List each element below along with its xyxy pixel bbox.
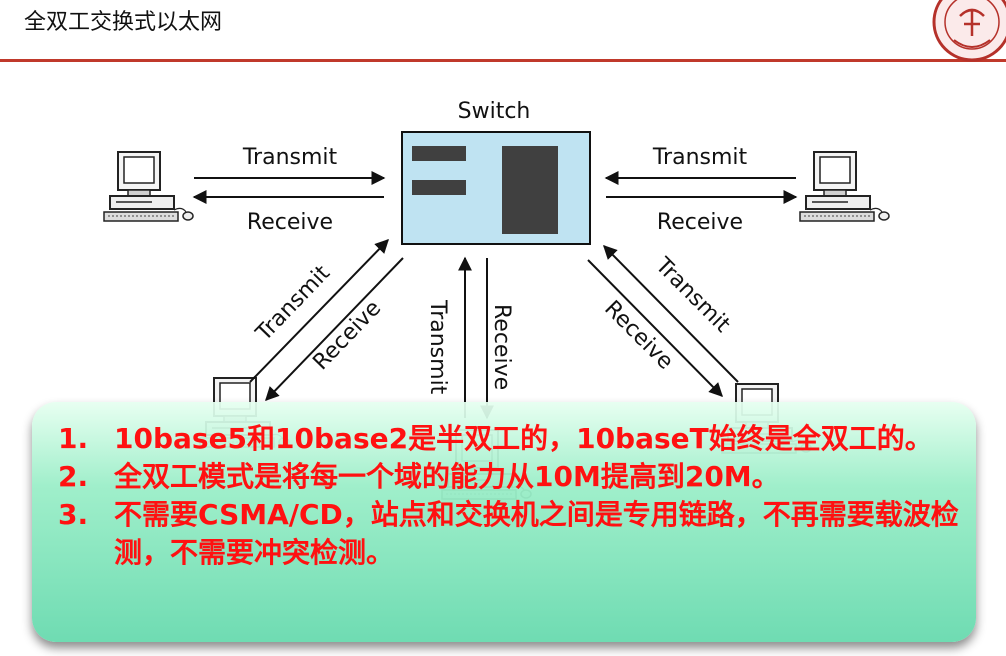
computer-right-icon	[799, 151, 890, 222]
right-transmit-label: Transmit	[652, 145, 748, 170]
right-receive-label: Receive	[657, 210, 743, 235]
lower-left-transmit-arrow	[249, 238, 389, 383]
note-text: 不需要CSMA/CD，站点和交换机之间是专用链路，不再需要载波检测，不需要冲突检…	[114, 498, 959, 569]
lower-right-transmit-label: Transmit	[650, 253, 735, 338]
lower-left-receive-arrow	[265, 257, 404, 402]
switch	[401, 131, 591, 245]
note-item: 3. 不需要CSMA/CD，站点和交换机之间是专用链路，不再需要载波检测，不需要…	[58, 496, 960, 572]
computer-left-icon	[103, 151, 194, 222]
note-number: 3.	[58, 498, 89, 531]
notes-callout: 1. 10base5和10base2是半双工的，10baseT始终是全双工的。 …	[32, 402, 976, 642]
note-number: 1.	[58, 422, 89, 455]
page-title: 全双工交换式以太网	[24, 10, 223, 35]
lower-right-receive-arrow	[587, 259, 723, 397]
switch-label: Switch	[458, 99, 531, 124]
note-text: 10base5和10base2是半双工的，10baseT始终是全双工的。	[114, 422, 933, 455]
title-divider	[0, 59, 1006, 62]
left-transmit-label: Transmit	[242, 145, 338, 170]
notes-list: 1. 10base5和10base2是半双工的，10baseT始终是全双工的。 …	[58, 420, 960, 572]
lower-left-transmit-label: Transmit	[251, 261, 335, 347]
bottom-receive-label: Receive	[489, 304, 514, 390]
left-receive-label: Receive	[247, 210, 333, 235]
note-item: 2. 全双工模式是将每一个域的能力从10M提高到20M。	[58, 458, 960, 496]
bottom-transmit-label: Transmit	[425, 299, 450, 395]
university-seal-logo	[932, 0, 1006, 62]
note-item: 1. 10base5和10base2是半双工的，10baseT始终是全双工的。	[58, 420, 960, 458]
note-text: 全双工模式是将每一个域的能力从10M提高到20M。	[114, 460, 780, 493]
lower-right-transmit-arrow	[603, 245, 739, 383]
note-number: 2.	[58, 460, 89, 493]
lower-left-receive-label: Receive	[308, 296, 386, 375]
